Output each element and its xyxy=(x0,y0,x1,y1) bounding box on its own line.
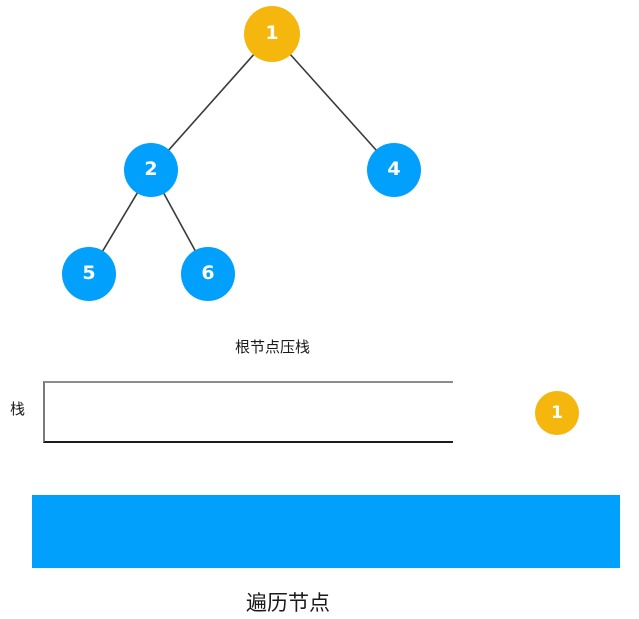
traverse-caption: 遍历节点 xyxy=(246,591,330,615)
stack-container[interactable] xyxy=(43,381,453,443)
tree-edge-n2-n5 xyxy=(101,191,139,253)
tree-edge-n1-n2 xyxy=(167,53,255,152)
tree-edge-n2-n6 xyxy=(162,192,197,252)
tree-node-group xyxy=(62,6,421,301)
tree-edge-group xyxy=(101,53,378,253)
tree-node-2[interactable] xyxy=(124,143,178,197)
tree-edge-n1-n4 xyxy=(289,53,378,152)
traverse-progress-bar[interactable] xyxy=(32,495,620,568)
pushed-node-1[interactable]: 1 xyxy=(535,391,579,435)
tree-node-4[interactable] xyxy=(367,143,421,197)
stack-label: 栈 xyxy=(10,400,26,418)
tree-node-5[interactable] xyxy=(62,247,116,301)
push-root-caption: 根节点压栈 xyxy=(234,338,310,356)
tree-node-6[interactable] xyxy=(181,247,235,301)
binary-tree-graphic xyxy=(62,6,421,301)
tree-node-1[interactable] xyxy=(244,6,300,62)
